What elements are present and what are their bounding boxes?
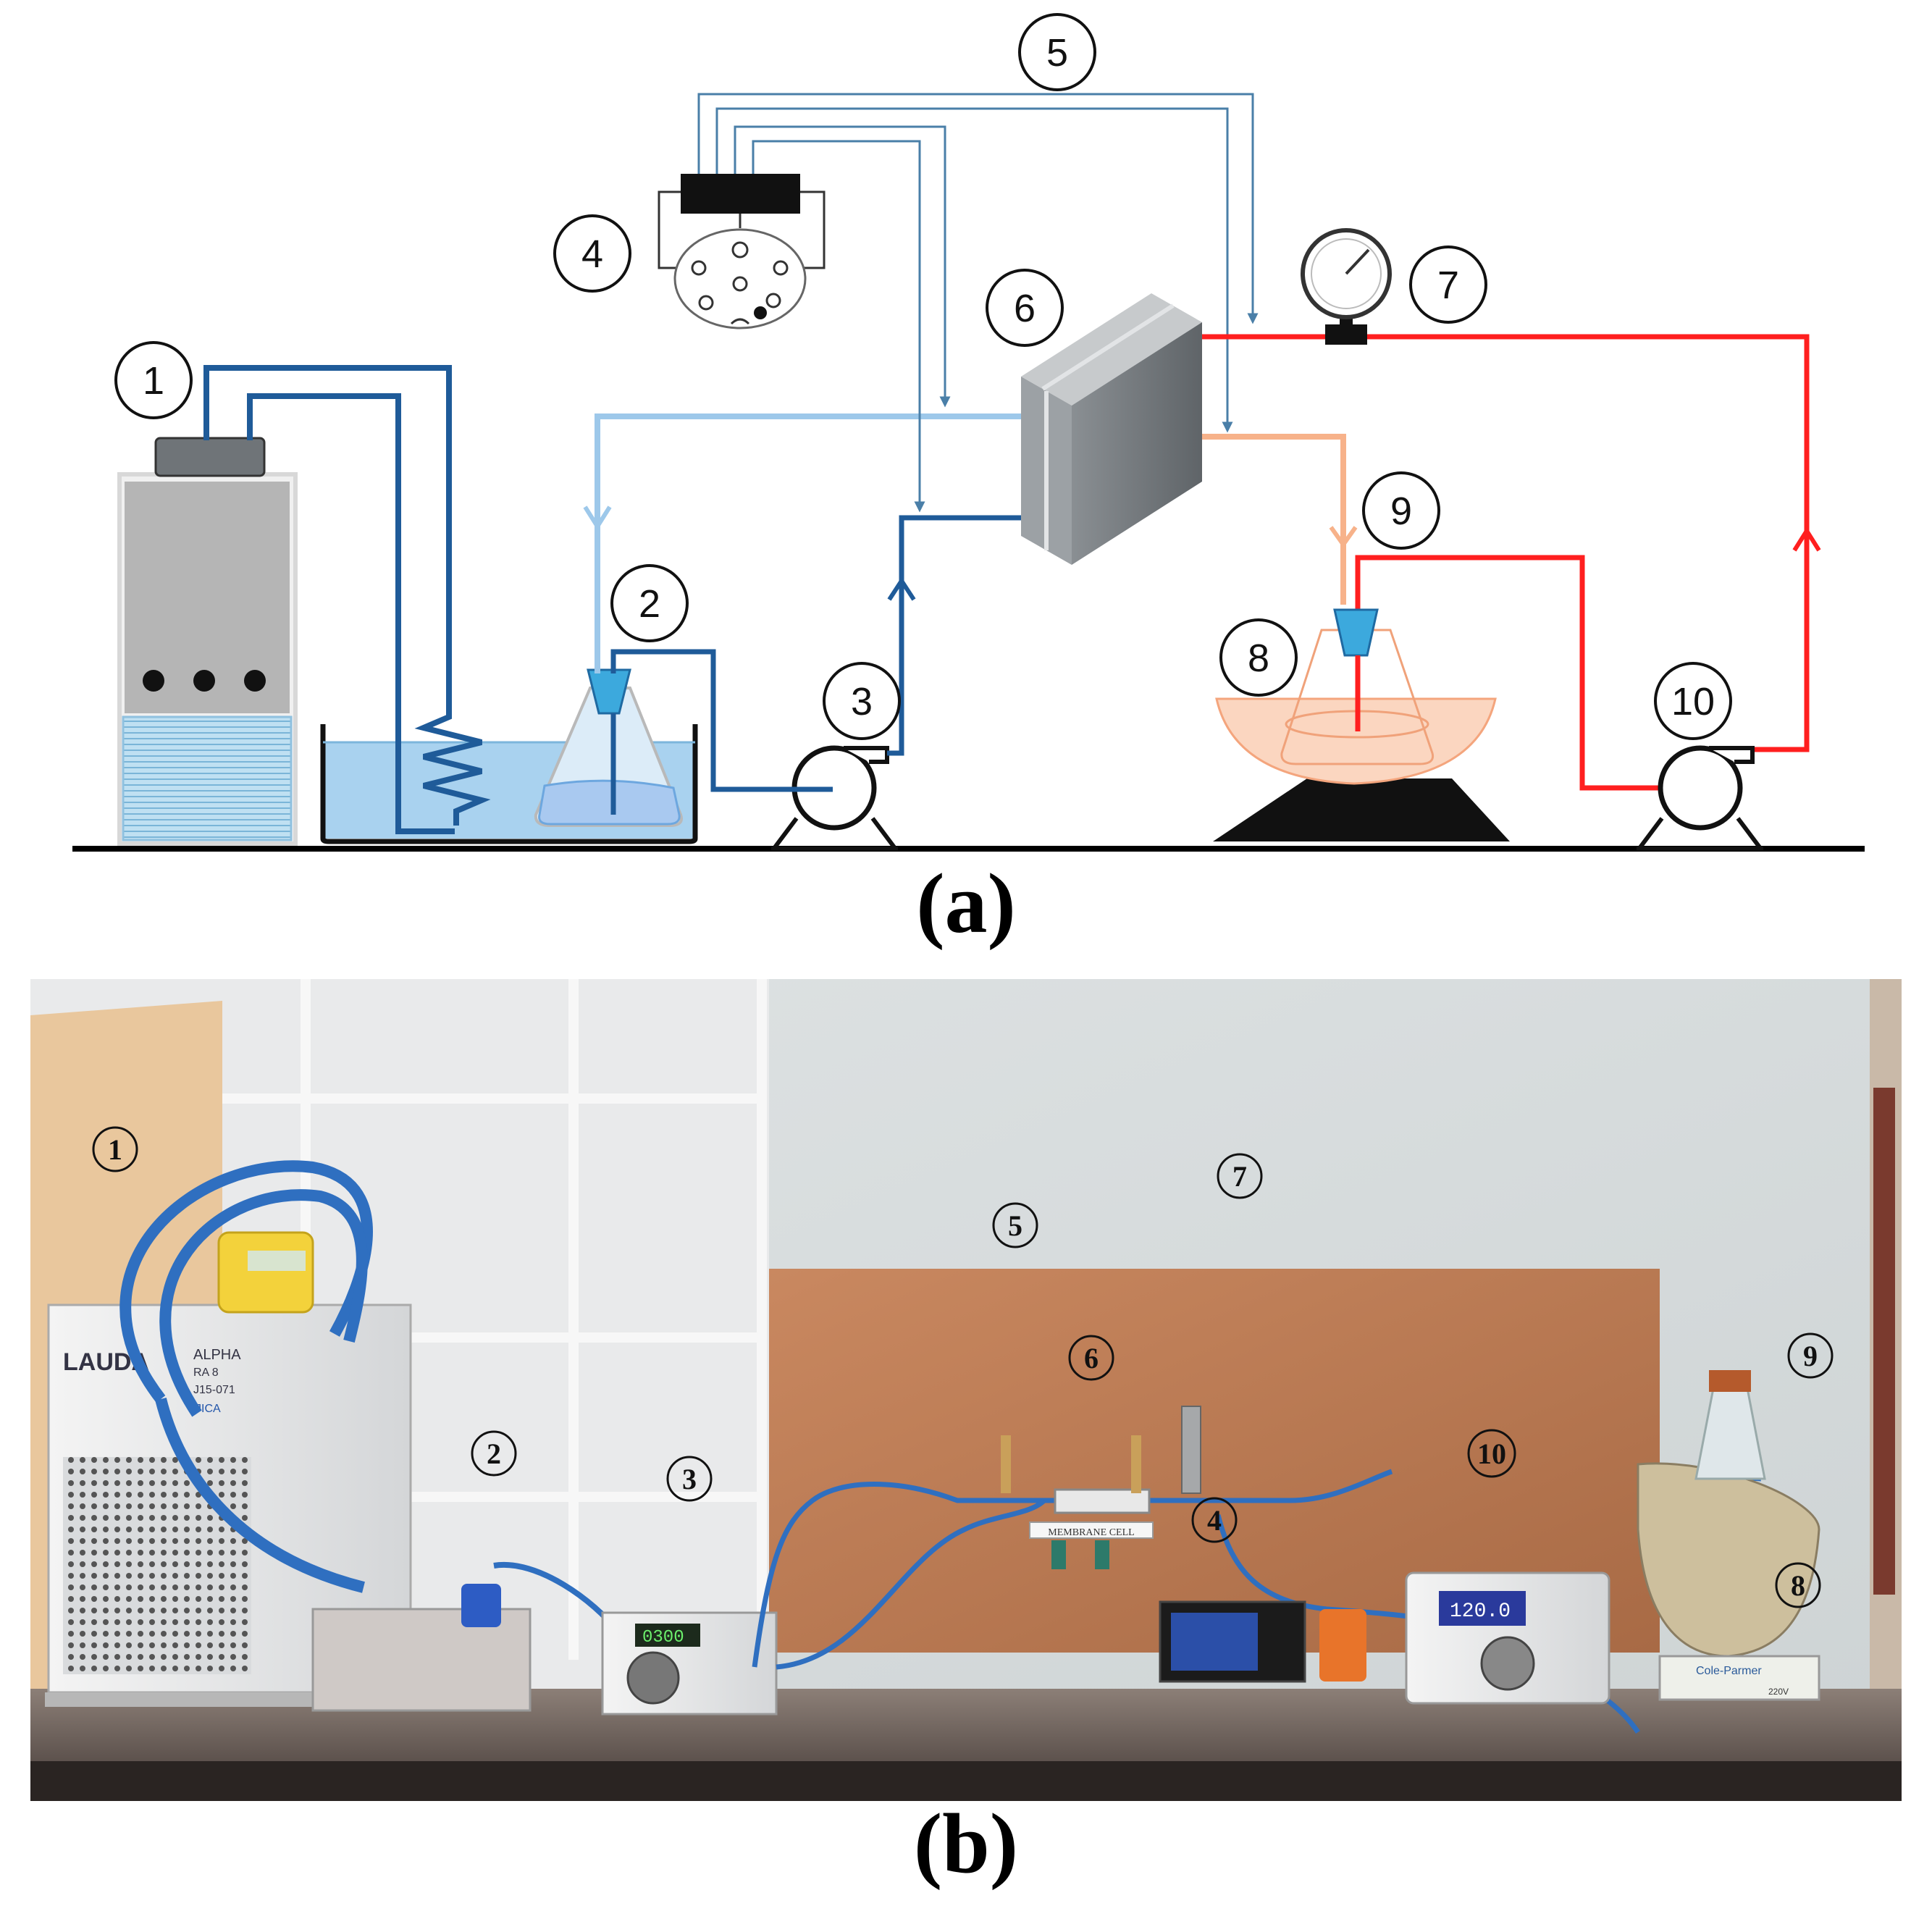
data-logger bbox=[658, 174, 826, 329]
membrane-cell bbox=[1021, 293, 1202, 565]
svg-text:8: 8 bbox=[1248, 637, 1269, 680]
photo-permeate-pump: 120.0 bbox=[1405, 1571, 1610, 1705]
marker-2: 2 bbox=[610, 564, 689, 642]
setup-photo: LAUDA ALPHA RA 8 J15-071 JICA 0300 M bbox=[30, 979, 1902, 1801]
photo-feed-bath bbox=[311, 1561, 620, 1712]
marker-7: 7 bbox=[1409, 245, 1487, 324]
photo-feed-pump: 0300 bbox=[601, 1611, 778, 1716]
sensor-wires bbox=[697, 93, 1259, 513]
svg-text:8: 8 bbox=[1791, 1569, 1805, 1602]
feed-pump bbox=[771, 745, 898, 851]
feed-flask bbox=[534, 668, 683, 827]
svg-text:10: 10 bbox=[1671, 680, 1715, 723]
photo-marker-5: 5 bbox=[992, 1202, 1038, 1248]
hot-bath bbox=[1213, 608, 1510, 841]
photo-marker-7: 7 bbox=[1217, 1153, 1263, 1199]
svg-text:7: 7 bbox=[1437, 264, 1459, 307]
schematic-markers: 1 2 3 4 5 6 7 8 9 10 bbox=[114, 13, 1732, 740]
marker-4: 4 bbox=[553, 214, 631, 293]
svg-text:6: 6 bbox=[1084, 1342, 1099, 1374]
photo-markers: 1 2 3 4 5 6 7 8 9 10 bbox=[92, 1126, 1834, 1608]
marker-6: 6 bbox=[986, 269, 1064, 347]
photo-data-logger bbox=[1159, 1600, 1366, 1683]
photo-chiller: LAUDA ALPHA RA 8 J15-071 JICA bbox=[45, 1231, 414, 1707]
svg-text:4: 4 bbox=[581, 232, 603, 276]
svg-text:3: 3 bbox=[682, 1463, 697, 1495]
marker-3: 3 bbox=[823, 662, 901, 740]
photo-marker-10: 10 bbox=[1467, 1429, 1516, 1478]
svg-text:5: 5 bbox=[1008, 1209, 1022, 1242]
caption-a: (a) bbox=[916, 856, 1016, 951]
photo-marker-9: 9 bbox=[1787, 1332, 1834, 1379]
marker-10: 10 bbox=[1654, 662, 1732, 740]
svg-text:6: 6 bbox=[1014, 287, 1036, 330]
chiller-unit bbox=[117, 437, 298, 846]
svg-text:9: 9 bbox=[1803, 1340, 1818, 1372]
svg-text:220V: 220V bbox=[1768, 1687, 1789, 1697]
chiller-hoses bbox=[203, 365, 491, 834]
marker-8: 8 bbox=[1219, 618, 1298, 697]
svg-text:RA 8: RA 8 bbox=[193, 1366, 219, 1379]
photo-marker-4: 4 bbox=[1191, 1497, 1238, 1543]
svg-text:Cole-Parmer: Cole-Parmer bbox=[1696, 1665, 1762, 1677]
svg-text:JICA: JICA bbox=[196, 1403, 221, 1415]
svg-text:1: 1 bbox=[108, 1133, 122, 1166]
svg-text:1: 1 bbox=[143, 359, 164, 403]
pressure-gauge-icon bbox=[1301, 228, 1392, 345]
marker-1: 1 bbox=[114, 341, 193, 419]
svg-text:5: 5 bbox=[1046, 31, 1068, 75]
caption-b: (b) bbox=[913, 1796, 1019, 1891]
photo-marker-8: 8 bbox=[1775, 1562, 1821, 1608]
svg-text:10: 10 bbox=[1477, 1437, 1506, 1470]
photo-marker-1: 1 bbox=[92, 1126, 138, 1172]
svg-text:2: 2 bbox=[487, 1437, 501, 1470]
photo-marker-2: 2 bbox=[471, 1430, 517, 1477]
cold-side-piping bbox=[583, 413, 1027, 792]
svg-text:0300: 0300 bbox=[642, 1628, 684, 1647]
svg-text:4: 4 bbox=[1207, 1504, 1222, 1537]
photo-membrane-cell: MEMBRANE CELL bbox=[1029, 1488, 1154, 1569]
svg-text:MEMBRANE CELL: MEMBRANE CELL bbox=[1048, 1527, 1134, 1538]
schematic-diagram: 1 2 3 4 5 6 7 8 9 10 bbox=[72, 13, 1865, 852]
svg-text:2: 2 bbox=[639, 582, 660, 626]
svg-text:120.0: 120.0 bbox=[1450, 1600, 1511, 1623]
svg-text:ALPHA: ALPHA bbox=[193, 1347, 241, 1363]
svg-text:J15-071: J15-071 bbox=[193, 1384, 235, 1396]
svg-text:3: 3 bbox=[851, 680, 873, 723]
permeate-pump bbox=[1637, 745, 1763, 851]
photo-cold-hoses bbox=[119, 1160, 373, 1593]
svg-text:7: 7 bbox=[1232, 1160, 1247, 1193]
permeate-outlet-line bbox=[1202, 434, 1358, 605]
photo-sensors bbox=[1001, 1406, 1201, 1494]
marker-9: 9 bbox=[1362, 471, 1440, 550]
photo-marker-6: 6 bbox=[1068, 1335, 1114, 1381]
photo-hot-bath: Cole-Parmer 220V bbox=[1637, 1370, 1820, 1701]
svg-text:9: 9 bbox=[1390, 490, 1412, 533]
photo-marker-3: 3 bbox=[666, 1456, 713, 1502]
marker-5: 5 bbox=[1018, 13, 1096, 91]
